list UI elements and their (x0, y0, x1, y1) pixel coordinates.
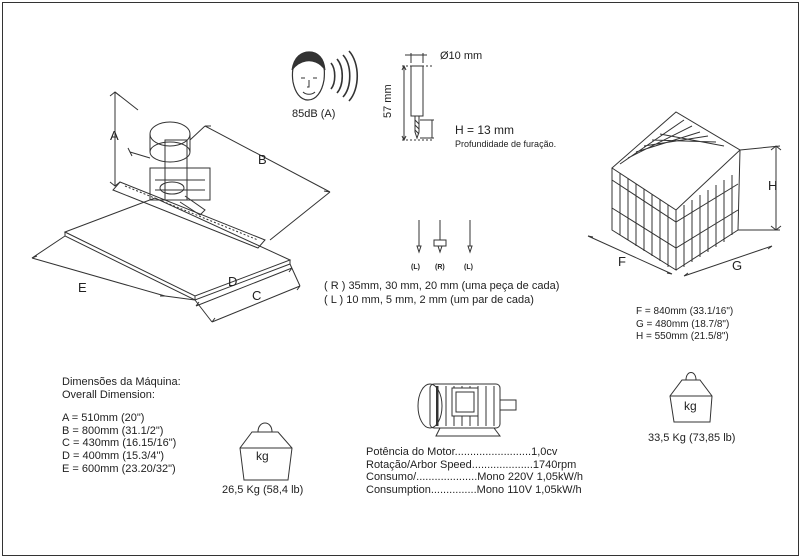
motor-spec-consumption-pt: Consumo/....................Mono 220V 1,… (366, 471, 584, 484)
crate-weight-label: 33,5 Kg (73,85 lb) (648, 432, 736, 444)
machine-spec-d: D = 400mm (15.3/4") (62, 449, 165, 462)
machine-spec-e: E = 600mm (23.20/32") (62, 462, 176, 475)
dimension-c-label: C (252, 288, 262, 303)
crate-g-label: G (732, 258, 743, 273)
drill-length-label: 57 mm (382, 84, 394, 118)
crate-weight-icon-text: kg (684, 399, 697, 413)
motor-spec-consumption-en: Consumption...............Mono 110V 1,05… (366, 483, 582, 496)
bits-right-spec: ( R ) 35mm, 30 mm, 20 mm (uma peça de ca… (324, 280, 560, 292)
drill-depth-label: H = 13 mm (455, 123, 515, 137)
bit-label-left-2: (L) (464, 264, 473, 271)
machine-dimensions-title-en: Overall Dimension: (62, 388, 155, 401)
noise-level-label: 85dB (A) (292, 108, 336, 120)
drill-depth-caption: Profundidade de furação. (455, 139, 557, 149)
bit-label-left-1: (L) (411, 264, 420, 271)
drill-diameter-label: Ø10 mm (440, 50, 483, 62)
machine-weight-label: 26,5 Kg (58,4 lb) (222, 484, 304, 496)
crate-weight-icon (669, 372, 713, 423)
machine-weight-icon-text: kg (256, 449, 269, 463)
crate-specs: F = 840mm (33.1/16") G = 480mm (18.7/8")… (636, 306, 733, 344)
bit-label-right: (R) (435, 264, 445, 271)
dimension-d-label: D (228, 274, 238, 289)
bits-left-spec: ( L ) 10 mm, 5 mm, 2 mm (um par de cada) (324, 294, 534, 306)
sound-waves-icon (330, 50, 359, 102)
motor-spec-speed: Rotação/Arbor Speed....................1… (366, 458, 577, 471)
noise-head-icon (291, 51, 326, 101)
edge-bander-machine-drawing (31, 91, 331, 323)
router-bits-drawing (416, 220, 473, 254)
crate-spec-f: F = 840mm (33.1/16") (636, 306, 734, 317)
machine-weight-icon (239, 422, 293, 481)
crate-spec-g: G = 480mm (18.7/8") (636, 318, 730, 330)
machine-spec-b: B = 800mm (31.1/2") (62, 424, 164, 437)
machine-dimensions-block: Dimensões da Máquina: Overall Dimension:… (62, 376, 181, 475)
crate-spec-h: H = 550mm (21.5/8") (636, 331, 729, 343)
dimension-a-label: A (110, 128, 119, 143)
packing-crate-drawing (587, 111, 782, 277)
crate-f-label: F (618, 254, 626, 269)
dimension-b-label: B (258, 152, 267, 167)
dimension-e-label: E (78, 280, 87, 295)
machine-spec-a: A = 510mm (20") (62, 412, 145, 425)
machine-dimensions-title-pt: Dimensões da Máquina: (62, 376, 181, 388)
crate-h-label: H (768, 178, 778, 193)
motor-drawing (417, 383, 517, 437)
drill-bit-drawing (401, 53, 434, 142)
motor-spec-power: Potência do Motor.......................… (366, 446, 558, 458)
motor-specs-block: Potência do Motor.......................… (366, 446, 583, 496)
machine-spec-c: C = 430mm (16.15/16") (62, 437, 177, 450)
